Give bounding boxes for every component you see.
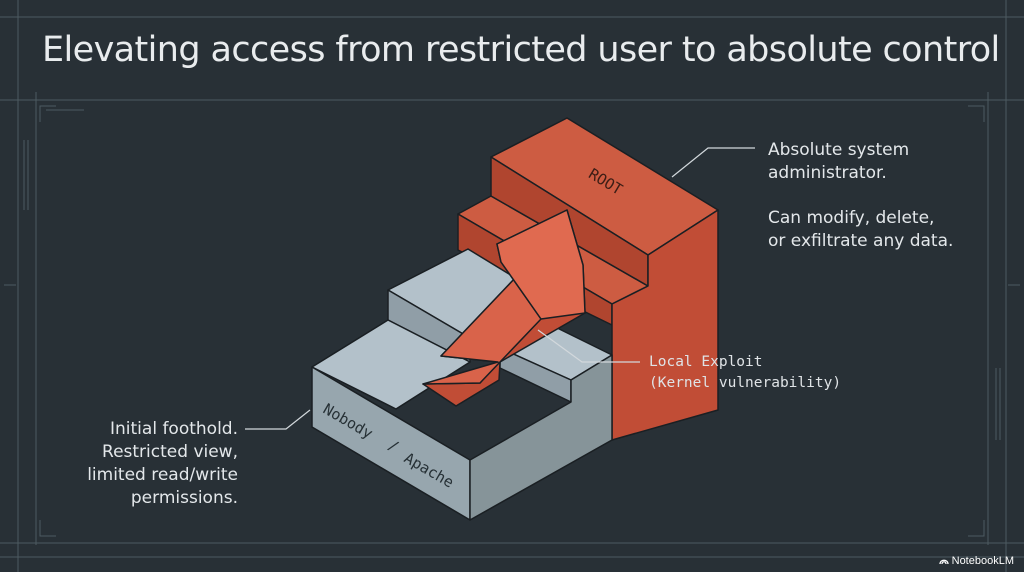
root-callout: Absolute system administrator. — [768, 139, 909, 185]
exploit-leader-line — [537, 329, 640, 363]
root-leader-line — [671, 147, 755, 178]
foothold-callout-line: permissions. — [130, 488, 238, 508]
slide-title: Elevating access from restricted user to… — [42, 30, 1000, 70]
escalation-arrow-icon — [422, 209, 586, 407]
root-callout-line: Absolute system — [768, 140, 910, 160]
notebooklm-label: NotebookLM — [951, 555, 1014, 567]
exploit-callout-line: (Kernel vulnerability) — [649, 375, 842, 391]
foothold-callout-line: Restricted view, — [102, 442, 238, 462]
root-detail-line: Can modify, delete, — [768, 208, 935, 228]
root-detail-line: or exfiltrate any data. — [768, 231, 954, 251]
foothold-leader-line — [245, 409, 311, 430]
user-block — [311, 248, 613, 521]
root-detail-callout: Can modify, delete, or exfiltrate any da… — [768, 207, 953, 253]
foothold-callout-line: limited read/write — [87, 465, 238, 485]
notebooklm-logo-icon — [938, 559, 949, 565]
root-callout-line: administrator. — [768, 163, 887, 183]
exploit-callout: Local Exploit (Kernel vulnerability) — [649, 352, 841, 394]
foothold-callout: Initial foothold. Restricted view, limit… — [87, 418, 238, 510]
foothold-callout-line: Initial foothold. — [110, 419, 238, 439]
notebooklm-watermark: NotebookLM — [938, 555, 1014, 567]
exploit-callout-line: Local Exploit — [649, 354, 763, 370]
